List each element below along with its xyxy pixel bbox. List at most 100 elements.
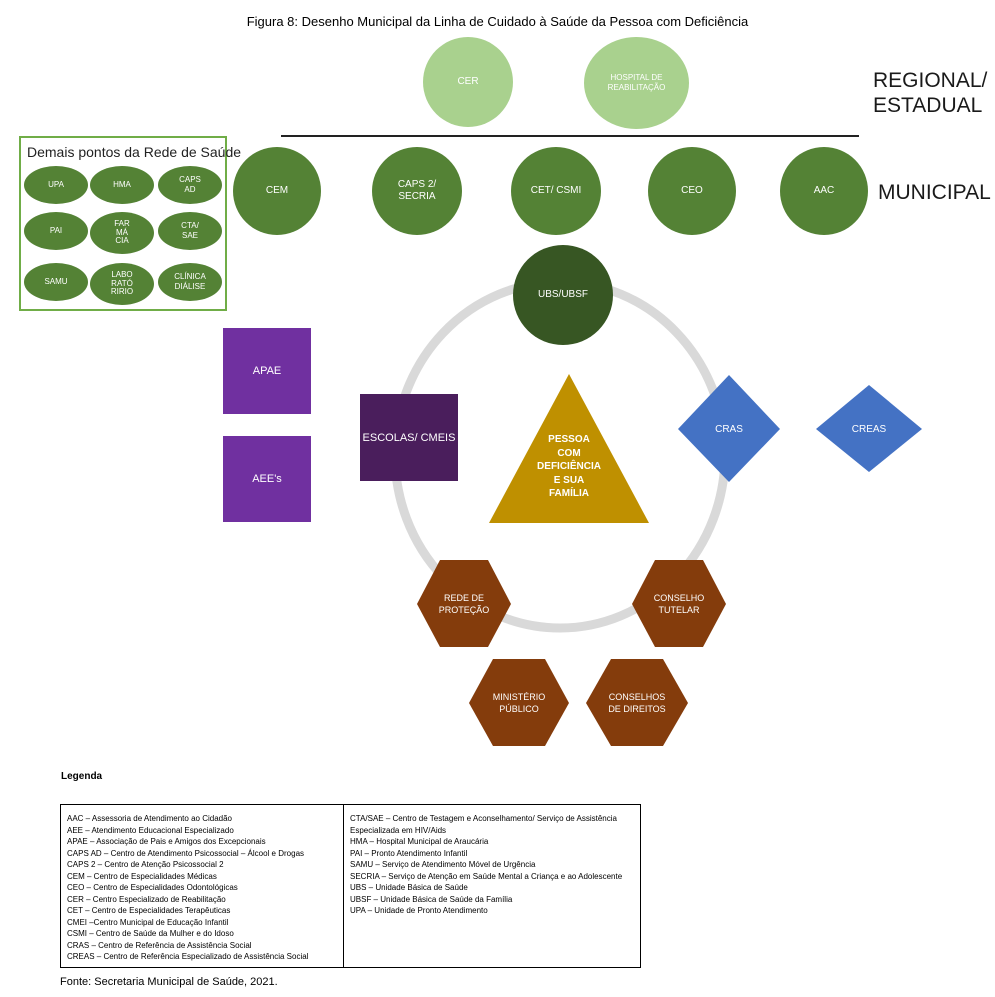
level-regional-text: REGIONAL/ bbox=[873, 69, 988, 92]
node-cta-sae: CTA/SAE bbox=[158, 212, 222, 250]
conselho-label-1: CONSELHO bbox=[653, 592, 705, 603]
pessoa-label-3: DEFICIÊNCIA bbox=[537, 461, 601, 472]
node-caps2-secria: CAPS 2/SECRIA bbox=[372, 147, 462, 235]
lab-label-2: RATÓ bbox=[111, 278, 133, 288]
capsad-label-2: AD bbox=[184, 185, 196, 194]
legend-table: AAC – Assessoria de Atendimento ao Cidad… bbox=[60, 804, 641, 968]
legend-entry: CAPS 2 – Centro de Atenção Psicossocial … bbox=[67, 860, 224, 869]
node-ubs-label: UBS/UBSF bbox=[537, 289, 588, 300]
hex-conselho-tutelar-shape bbox=[632, 560, 726, 647]
node-cras: CRAS bbox=[677, 375, 781, 483]
conselho-label-2: TUTELAR bbox=[658, 605, 700, 615]
legend-entry: CEM – Centro de Especialidades Médicas bbox=[67, 871, 217, 881]
node-hma: HMA bbox=[90, 166, 154, 204]
node-upa: UPA bbox=[24, 166, 88, 204]
node-apae: APAE bbox=[223, 328, 311, 414]
legend-entry: HMA – Hospital Municipal de Araucária bbox=[350, 837, 489, 846]
node-aac-label: AAC bbox=[813, 185, 835, 196]
farmacia-label-1: FAR bbox=[114, 218, 130, 228]
node-aees-label: AEE's bbox=[252, 473, 282, 485]
node-aees: AEE's bbox=[223, 436, 311, 522]
legend-entry: UBSF – Unidade Básica de Saúde da Famíli… bbox=[350, 894, 513, 904]
level-municipal: MUNICIPAL bbox=[878, 181, 991, 204]
legend-entry: AEE – Atendimento Educacional Especializ… bbox=[67, 825, 234, 835]
cta-label-1: CTA/ bbox=[181, 221, 199, 231]
pessoa-label-5: FAMÍLIA bbox=[549, 488, 589, 499]
rede-label-2: PROTEÇÃO bbox=[438, 605, 490, 615]
capsad-label-1: CAPS bbox=[179, 175, 201, 185]
node-cem: CEM bbox=[233, 147, 321, 235]
node-conselho-tutelar: CONSELHO TUTELAR bbox=[631, 560, 727, 648]
hex-rede-protecao-shape bbox=[417, 560, 511, 647]
node-ministerio-publico: MINISTÉRIO PÚBLICO bbox=[468, 659, 570, 747]
node-conselhos-direitos: CONSELHOS DE DIREITOS bbox=[585, 659, 689, 747]
level-estadual-text: ESTADUAL bbox=[873, 94, 983, 118]
hex-ministerio-shape bbox=[469, 659, 569, 746]
pessoa-label-1: PESSOA bbox=[548, 434, 590, 445]
legend-entry: UPA – Unidade de Pronto Atendimento bbox=[350, 906, 488, 915]
pessoa-label-4: E SUA bbox=[553, 474, 585, 486]
node-cer: CER bbox=[423, 37, 513, 127]
demais-pontos-box: Demais pontos da Rede de Saúde bbox=[19, 136, 241, 311]
legend-entry: APAE – Associação de Pais e Amigos dos E… bbox=[67, 837, 266, 846]
lab-label-3: RIRIO bbox=[110, 287, 134, 297]
level-divider-line bbox=[281, 135, 859, 137]
node-escolas-cmeis: ESCOLAS/ CMEIS bbox=[360, 394, 458, 481]
hex-conselhos-shape bbox=[586, 659, 688, 746]
clinica-label-2: DIÁLISE bbox=[174, 282, 206, 291]
caps2-label-2: SECRIA bbox=[398, 191, 436, 202]
node-cras-label: CRAS bbox=[715, 423, 743, 435]
node-apae-label: APAE bbox=[252, 365, 282, 377]
cd-label-2: DE DIREITOS bbox=[608, 704, 666, 714]
node-escolas-label: ESCOLAS/ CMEIS bbox=[362, 431, 456, 444]
pessoa-label-2: COM bbox=[557, 447, 581, 459]
clinica-label-1: CLÍNICA bbox=[174, 272, 206, 282]
node-aac: AAC bbox=[780, 147, 868, 235]
legend-entry: CRAS – Centro de Referência de Assistênc… bbox=[67, 940, 252, 950]
node-cet-label: CET/ CSMI bbox=[530, 185, 582, 196]
legend-entry: CREAS – Centro de Referência Especializa… bbox=[67, 952, 309, 961]
caps2-label-1: CAPS 2/ bbox=[397, 179, 437, 190]
mp-label-2: PÚBLICO bbox=[499, 704, 539, 714]
node-cer-label: CER bbox=[457, 76, 479, 87]
cd-label-1: CONSELHOS bbox=[608, 691, 666, 702]
node-upa-label: UPA bbox=[48, 180, 64, 190]
legend-entry: CER – Centro Especializado de Reabilitaç… bbox=[67, 894, 226, 904]
legend-left-column: AAC – Assessoria de Atendimento ao Cidad… bbox=[61, 805, 344, 967]
node-cem-label: CEM bbox=[265, 185, 289, 196]
legend-entry: CSMI – Centro de Saúde da Mulher e do Id… bbox=[67, 929, 234, 938]
legend-entry: UBS – Unidade Básica de Saúde bbox=[350, 883, 468, 892]
legend-entry: CET – Centro de Especialidades Terapêuti… bbox=[67, 906, 231, 915]
node-creas-diamond bbox=[816, 385, 922, 472]
legend-entry: CAPS AD – Centro de Atendimento Psicosso… bbox=[67, 848, 305, 858]
hospital-label-1: HOSPITAL DE bbox=[610, 73, 663, 83]
node-pai: PAI bbox=[24, 212, 88, 250]
legend-right-column: CTA/SAE – Centro de Testagem e Aconselha… bbox=[344, 805, 640, 967]
hospital-label-2: REABILITAÇÃO bbox=[607, 83, 666, 92]
legend-entry: CTA/SAE – Centro de Testagem e Aconselha… bbox=[350, 814, 617, 823]
node-ubs-ubsf: UBS/UBSF bbox=[513, 245, 613, 345]
node-pai-label: PAI bbox=[49, 226, 63, 236]
node-pessoa-triangle bbox=[489, 374, 649, 523]
node-samu-label: SAMU bbox=[44, 277, 68, 287]
farmacia-label-2: MÁ bbox=[116, 227, 128, 237]
node-pessoa-label: PESSOA COM DEFICIÊNCIA E SUA FAMÍLIA bbox=[508, 433, 630, 501]
node-samu: SAMU bbox=[24, 263, 88, 301]
mp-label-1: MINISTÉRIO bbox=[492, 691, 546, 702]
node-ceo: CEO bbox=[648, 147, 736, 235]
legend-entry: SECRIA – Serviço de Atenção em Saúde Men… bbox=[350, 871, 623, 881]
node-creas: CREAS bbox=[815, 385, 923, 473]
legend-entry: CEO – Centro de Especialidades Odontológ… bbox=[67, 883, 238, 892]
legend-entry: CMEI –Centro Municipal de Educação Infan… bbox=[67, 917, 229, 927]
node-cet-csmi: CET/ CSMI bbox=[511, 147, 601, 235]
legend-heading: Legenda bbox=[61, 771, 103, 782]
node-cras-diamond bbox=[678, 375, 780, 482]
legend-entry: Especializada em HIV/Aids bbox=[350, 825, 447, 835]
demais-pontos-title: Demais pontos da Rede de Saúde bbox=[27, 144, 242, 160]
node-ceo-label: CEO bbox=[681, 185, 703, 196]
figure-title: Figura 8: Desenho Municipal da Linha de … bbox=[246, 14, 749, 29]
